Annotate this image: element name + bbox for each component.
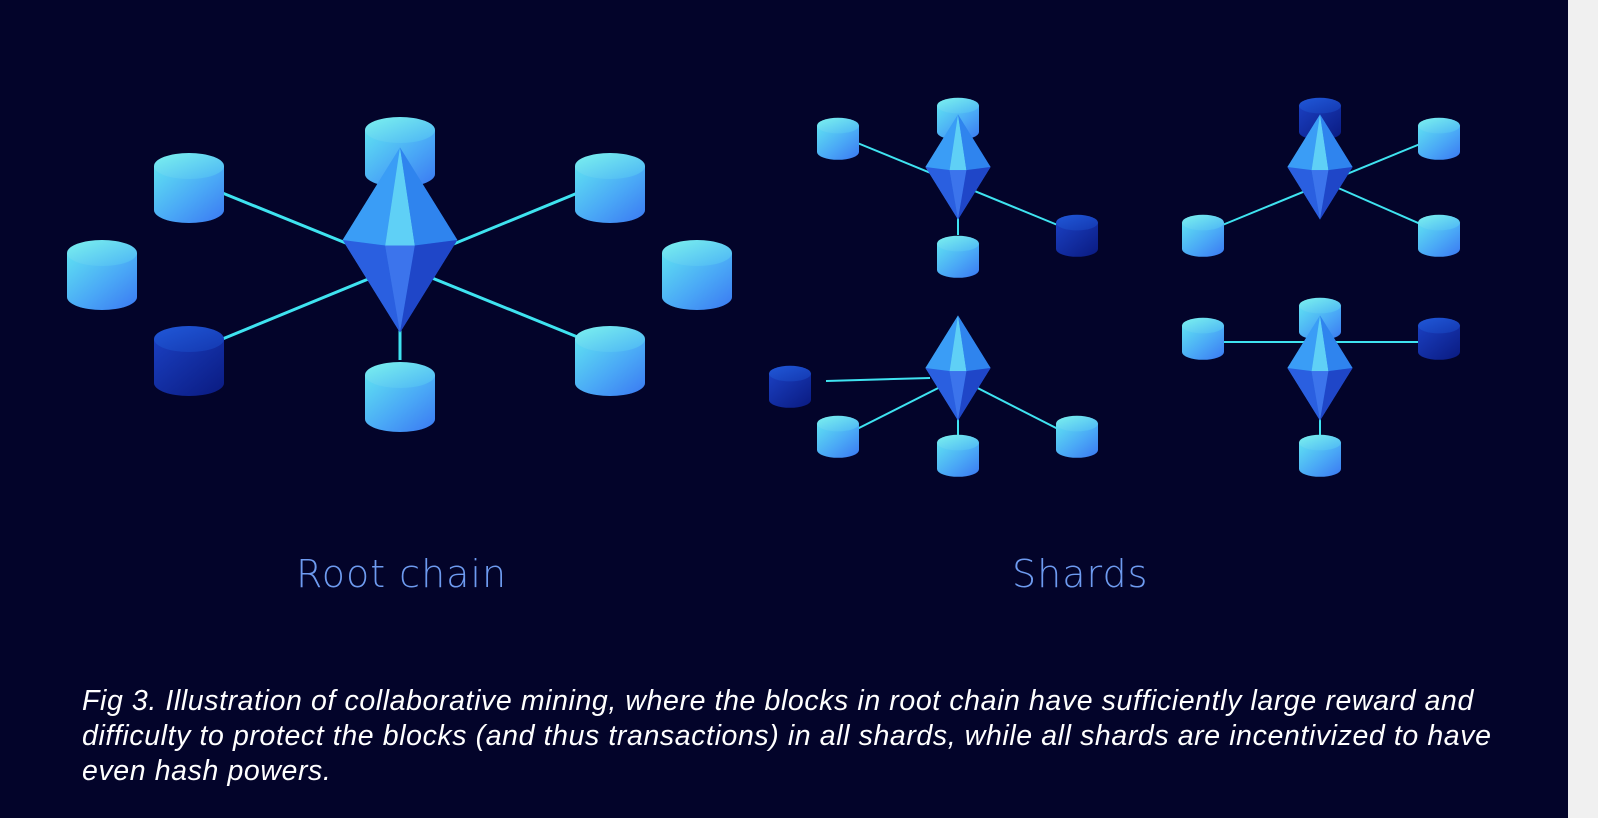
database-cylinder-icon — [365, 362, 435, 432]
shard-link — [825, 377, 931, 382]
diamond-crystal-icon — [342, 147, 458, 333]
database-cylinder-icon — [937, 235, 979, 278]
root-node-upper-right — [575, 153, 645, 223]
database-cylinder-icon — [1299, 434, 1341, 477]
database-cylinder-icon — [1056, 214, 1098, 257]
database-cylinder-icon — [817, 415, 859, 458]
diamond-crystal-icon — [925, 315, 991, 421]
database-cylinder-icon — [817, 117, 859, 160]
database-cylinder-icon — [154, 326, 224, 396]
database-cylinder-icon — [575, 326, 645, 396]
root-node-left — [67, 240, 137, 310]
shard-2 — [1182, 97, 1460, 257]
database-cylinder-icon — [769, 365, 811, 408]
shard-node — [1182, 214, 1224, 257]
shard-node — [1299, 434, 1341, 477]
shard-node — [817, 415, 859, 458]
database-cylinder-icon — [1418, 214, 1460, 257]
shard-3 — [769, 315, 1098, 477]
root-node-lower-left-dark — [154, 326, 224, 396]
shard-node — [1056, 415, 1098, 458]
window-edge — [1568, 0, 1598, 818]
database-cylinder-icon — [662, 240, 732, 310]
database-cylinder-icon — [1418, 317, 1460, 360]
database-cylinder-icon — [1182, 317, 1224, 360]
shard-node — [1418, 117, 1460, 160]
diamond-crystal-icon — [1287, 114, 1353, 220]
shard-4 — [1182, 297, 1460, 477]
shard-node-dark — [1418, 317, 1460, 360]
database-cylinder-icon — [154, 153, 224, 223]
shard-node-dark — [1056, 214, 1098, 257]
database-cylinder-icon — [1418, 117, 1460, 160]
diamond-crystal-icon — [1287, 315, 1353, 421]
root-node-bottom — [365, 362, 435, 432]
root-chain-group — [67, 117, 732, 432]
database-cylinder-icon — [1056, 415, 1098, 458]
shard-node — [1418, 214, 1460, 257]
figure-caption: Fig 3. Illustration of collaborative min… — [82, 685, 1492, 787]
database-cylinder-icon — [67, 240, 137, 310]
shard-node — [937, 235, 979, 278]
shard-node — [1182, 317, 1224, 360]
database-cylinder-icon — [575, 153, 645, 223]
root-node-upper-left — [154, 153, 224, 223]
shard-1 — [817, 97, 1098, 278]
database-cylinder-icon — [937, 434, 979, 477]
shard-node — [817, 117, 859, 160]
shards-label: Shards — [1012, 552, 1149, 596]
root-node-right — [662, 240, 732, 310]
root-chain-label: Root chain — [296, 552, 508, 596]
database-cylinder-icon — [1182, 214, 1224, 257]
root-node-lower-right — [575, 326, 645, 396]
shard-node — [937, 434, 979, 477]
diamond-crystal-icon — [925, 114, 991, 220]
shard-node-dark — [769, 365, 811, 408]
